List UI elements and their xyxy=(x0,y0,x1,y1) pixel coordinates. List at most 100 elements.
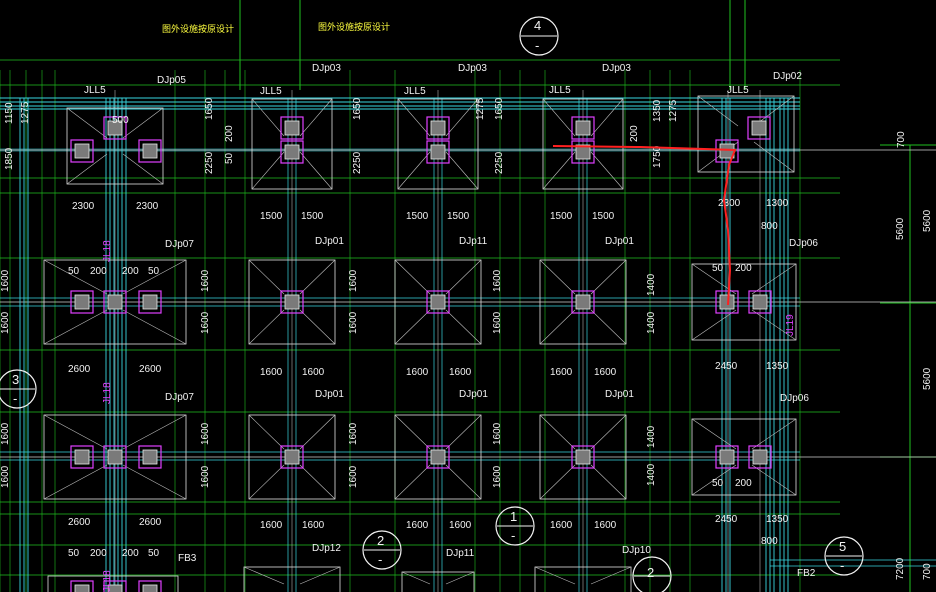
column-pedestal xyxy=(715,290,739,314)
dim: 1500 xyxy=(550,211,573,222)
column-core xyxy=(284,120,300,136)
footing-outline xyxy=(43,414,187,500)
footing-slope xyxy=(299,151,333,190)
dim: 1600 xyxy=(449,367,472,378)
footing-outline xyxy=(243,566,341,592)
footing-outline xyxy=(248,259,336,345)
footing-tag-r1-5: DJp02 xyxy=(773,71,802,82)
column-core xyxy=(142,584,158,592)
svg-text:2: 2 xyxy=(377,533,384,548)
footing-tag-r3-5: DJp06 xyxy=(780,393,809,404)
dim: 50 xyxy=(148,548,160,559)
footing-tag-r4-2: DJp11 xyxy=(446,548,475,559)
footing-slope xyxy=(248,259,285,295)
footing-outline xyxy=(691,263,797,341)
column-pedestal xyxy=(103,116,127,140)
column-pedestal xyxy=(426,140,450,164)
footing-tag-r4-3: DJp10 xyxy=(622,545,651,556)
dim: 1600 xyxy=(348,269,359,292)
dim: 1600 xyxy=(449,520,472,531)
foundation-beams xyxy=(0,97,936,592)
dim: 1600 xyxy=(492,269,503,292)
vbeam-label-2: JL18 xyxy=(102,382,113,404)
footing-tag-r3-3: DJp01 xyxy=(459,389,488,400)
dim: 1650 xyxy=(204,97,215,120)
annotations: 图外设施按原设计 图外设施按原设计 JLL5 JLL5 JLL5 JLL5 JL… xyxy=(0,21,933,592)
dim: 1600 xyxy=(594,520,617,531)
column-pedestal xyxy=(138,445,162,469)
dim: 200 xyxy=(735,478,752,489)
svg-text:-: - xyxy=(378,552,382,567)
column-pedestal xyxy=(748,290,772,314)
svg-text:5: 5 xyxy=(839,539,846,554)
footing-slope xyxy=(122,107,164,139)
footing-slope xyxy=(122,259,187,295)
dim: 50 xyxy=(148,266,160,277)
column-core xyxy=(751,120,767,136)
footing-slope xyxy=(299,309,336,345)
column-pedestal xyxy=(103,290,127,314)
footing-tag-r2-1: DJp07 xyxy=(165,239,194,250)
dim: 1600 xyxy=(0,422,11,445)
footing-slope xyxy=(251,98,285,137)
column-core xyxy=(74,449,90,465)
footing-slope xyxy=(445,259,482,295)
footing-slope xyxy=(66,153,108,185)
svg-text:1: 1 xyxy=(510,509,517,524)
dim: 500 xyxy=(112,115,129,126)
dim: 1350 xyxy=(652,99,663,122)
footing-outline xyxy=(394,414,482,500)
note-label-2: 图外设施按原设计 xyxy=(318,21,390,32)
column-pedestal xyxy=(70,445,94,469)
dim: 200 xyxy=(735,263,752,274)
footing-slope xyxy=(299,98,333,137)
dim: 2300 xyxy=(72,201,95,212)
column-core xyxy=(575,449,591,465)
dim: 1350 xyxy=(766,514,789,525)
footing-slope xyxy=(445,309,482,345)
footing-outline xyxy=(401,571,475,592)
footing-slope xyxy=(397,151,431,190)
axis-bubble-2b: 2 xyxy=(632,556,672,592)
footing-outline xyxy=(66,107,164,185)
column-pedestal xyxy=(715,139,739,163)
footing-slope xyxy=(299,464,336,500)
dim: 1400 xyxy=(646,425,657,448)
dim: 5600 xyxy=(922,367,933,390)
footing-slope xyxy=(122,309,187,345)
footing-outline xyxy=(534,566,632,592)
footing-slope xyxy=(394,309,431,345)
column-pedestal xyxy=(280,445,304,469)
dim: 1600 xyxy=(200,465,211,488)
footing-slope xyxy=(691,464,737,496)
footing-slope xyxy=(539,259,576,295)
footing-slope xyxy=(751,418,797,450)
footing-tag-r4-1: DJp12 xyxy=(312,543,341,554)
dim: 5600 xyxy=(895,217,906,240)
footing-tag-r1-1: DJp05 xyxy=(157,75,186,86)
dim: 1600 xyxy=(0,465,11,488)
column-pedestal xyxy=(747,116,771,140)
footing-slope xyxy=(394,414,431,450)
footing-slope xyxy=(590,464,627,500)
column-pedestal xyxy=(103,445,127,469)
dim: 2600 xyxy=(68,364,91,375)
column-pedestal xyxy=(103,580,127,592)
column-pedestal xyxy=(70,580,94,592)
column-core xyxy=(74,143,90,159)
footing-slope xyxy=(590,259,627,295)
beam-label-1: JLL5 xyxy=(84,85,106,96)
column-pedestal xyxy=(138,139,162,163)
dim: 1275 xyxy=(475,97,486,120)
footing-slope xyxy=(542,98,576,137)
column-core xyxy=(284,449,300,465)
footing-slope xyxy=(751,309,797,341)
footing-tag-r1-4: DJp03 xyxy=(602,63,631,74)
vbeam-label-4: JL19 xyxy=(785,314,796,336)
footing-slope xyxy=(590,98,624,137)
dim: 50 xyxy=(712,263,724,274)
footing-tag-r3-1: DJp07 xyxy=(165,392,194,403)
footing-slope xyxy=(397,98,431,137)
